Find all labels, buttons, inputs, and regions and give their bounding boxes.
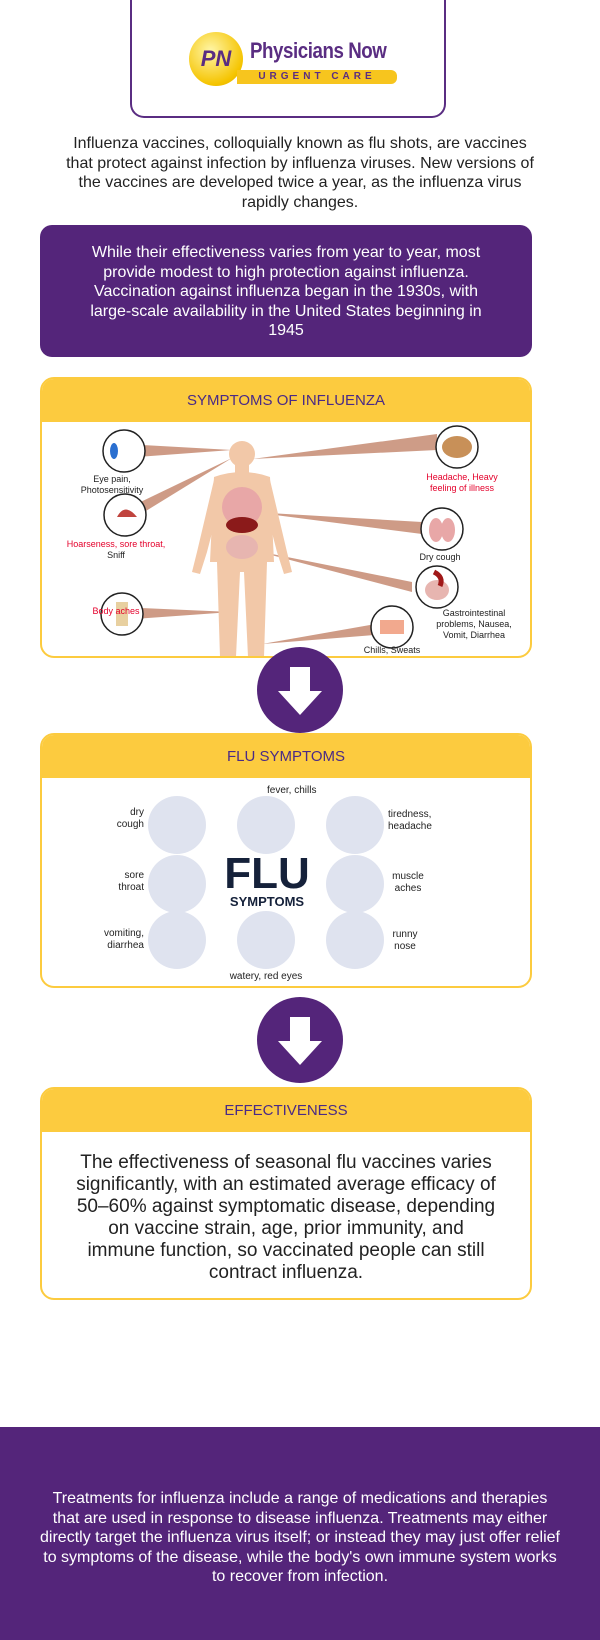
label-fever: fever, chills (267, 785, 317, 796)
effectiveness-text: The effectiveness of seasonal flu vaccin… (76, 1152, 496, 1283)
flu-symptoms-card: FLU SYMPTOMS fever, chills dry cough tir… (40, 733, 532, 988)
logo-tagline: URGENT CARE (237, 70, 397, 84)
symptoms-of-influenza-card: SYMPTOMS OF INFLUENZA (40, 377, 532, 658)
effectiveness-card: EFFECTIVENESS The effectiveness of seaso… (40, 1087, 532, 1300)
label-gastrointestinal: Gastrointestinal problems, Nausea, Vomit… (436, 608, 512, 640)
label-chills: Chills, Sweats (363, 645, 421, 655)
tiredness-icon (326, 796, 384, 854)
fever-icon (237, 796, 295, 854)
label-dry-cough: dry cough (116, 807, 144, 830)
label-dry-cough: Dry cough (419, 552, 461, 562)
symptoms-subheading: SYMPTOMS (229, 894, 305, 909)
pointer-wedges (120, 434, 437, 644)
highlight-text: While their effectiveness varies from ye… (90, 244, 482, 339)
label-sore-throat: sore throat (118, 870, 144, 893)
dry-cough-icon (148, 796, 206, 854)
logo-monogram: PN (189, 32, 243, 86)
runny-nose-icon (326, 911, 384, 969)
down-arrow-icon (257, 997, 343, 1083)
down-arrow-icon (257, 647, 343, 733)
intro-text: Influenza vaccines, colloquially known a… (66, 135, 534, 211)
card-title: SYMPTOMS OF INFLUENZA (42, 379, 530, 422)
logo-name: Physicians Now (250, 38, 387, 63)
label-eye-pain: Eye pain, Photosensitivity (80, 474, 144, 495)
eye-icon (102, 429, 146, 473)
label-vomiting: vomiting, diarrhea (103, 928, 144, 951)
treatments-section: Treatments for influenza include a range… (0, 1427, 600, 1640)
highlight-box: While their effectiveness varies from ye… (40, 225, 532, 357)
flu-heading: FLU (224, 849, 310, 898)
card-title: EFFECTIVENESS (42, 1089, 530, 1132)
muscle-aches-icon (326, 855, 384, 913)
label-body-aches: Body aches (92, 606, 140, 616)
label-runny-nose: runny nose (392, 929, 418, 952)
card-title: FLU SYMPTOMS (42, 735, 530, 778)
label-hoarseness: Hoarseness, sore throat, (66, 539, 166, 549)
label-muscle-aches: muscle aches (392, 871, 424, 894)
label-headache: Headache, Heavy feeling of illness (426, 472, 498, 493)
label-sniff: Sniff (107, 550, 125, 560)
label-tiredness: tiredness, headache (388, 809, 432, 832)
treatments-text: Treatments for influenza include a range… (40, 1490, 560, 1585)
label-watery-eyes: watery, red eyes (229, 971, 303, 982)
human-body-icon (192, 441, 292, 656)
vomiting-icon (148, 911, 206, 969)
logo-container: PN Physicians Now URGENT CARE (130, 0, 446, 118)
sore-throat-icon (148, 855, 206, 913)
body-diagram (100, 425, 479, 656)
red-eye-icon (237, 911, 295, 969)
